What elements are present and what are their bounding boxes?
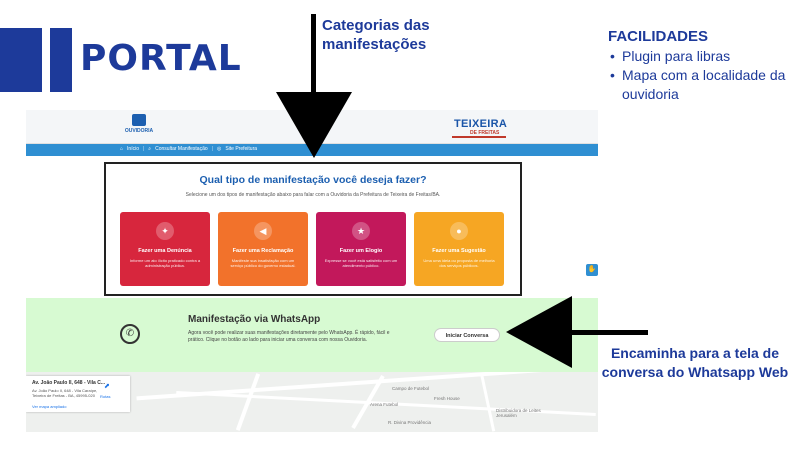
card-desc: Manifeste sua insatisfação com um serviç… xyxy=(230,258,296,268)
route-icon[interactable]: ⬈ xyxy=(104,383,110,390)
nav-separator: | xyxy=(142,146,145,152)
chat-icon: ● xyxy=(450,222,468,240)
category-cards: ✦ Fazer uma Denúncia Informe um ato ilíc… xyxy=(120,212,504,286)
map-label: Fresh House xyxy=(434,396,460,401)
map-place-title: Av. João Paulo II, 648 - Vila C... xyxy=(32,380,105,386)
title-bar-1 xyxy=(0,28,42,92)
map-label: Distribuidora de Leites Jerusalém xyxy=(496,408,541,418)
card-reclamacao[interactable]: ◀ Fazer uma Reclamação Manifeste sua ins… xyxy=(218,212,308,286)
whatsapp-title: Manifestação via WhatsApp xyxy=(188,314,321,325)
arrow-down-head xyxy=(276,92,352,158)
map-road xyxy=(136,372,598,401)
ouvidoria-logo-text: OUVIDORIA xyxy=(124,128,154,134)
whatsapp-icon: ✆ xyxy=(120,324,140,344)
categories-title: Qual tipo de manifestação você deseja fa… xyxy=(199,174,427,186)
thumbs-up-icon: ★ xyxy=(352,222,370,240)
card-sugestao[interactable]: ● Fazer uma Sugestão Uma uma ideia ou pr… xyxy=(414,212,504,286)
facilities-list: Plugin para libras Mapa com a localidade… xyxy=(608,47,798,104)
title-bars-decoration xyxy=(0,28,72,92)
card-denuncia[interactable]: ✦ Fazer uma Denúncia Informe um ato ilíc… xyxy=(120,212,210,286)
map-road xyxy=(235,373,261,431)
categories-section: Qual tipo de manifestação você deseja fa… xyxy=(104,162,522,296)
nav-separator: | xyxy=(211,146,213,152)
slide-title: PORTAL xyxy=(80,38,242,79)
globe-icon: ◎ xyxy=(216,146,222,152)
facility-item: Plugin para libras xyxy=(608,47,798,66)
card-label: Fazer uma Sugestão xyxy=(432,248,486,254)
website-screenshot: OUVIDORIA TEIXEIRA DE FREITAS ⌂ Início |… xyxy=(26,110,598,432)
annotation-categories: Categorias das manifestações xyxy=(322,17,430,53)
title-bar-2 xyxy=(50,28,72,92)
map-road xyxy=(479,372,496,432)
map-place-card: Av. João Paulo II, 648 - Vila C... Av. J… xyxy=(26,376,130,412)
teixeira-logo-underline xyxy=(452,136,506,138)
start-conversation-button[interactable]: Iniciar Conversa xyxy=(434,328,500,342)
megaphone-icon: ✦ xyxy=(156,222,174,240)
ouvidoria-logo-icon xyxy=(132,114,146,126)
nav-item-consultar[interactable]: Consultar Manifestação xyxy=(155,146,208,152)
speaker-icon: ◀ xyxy=(254,222,272,240)
map-label: Campo de Futebol xyxy=(392,386,430,391)
route-label[interactable]: Rotas xyxy=(100,394,111,399)
card-desc: Expresse se você está satisfeito com um … xyxy=(324,258,398,268)
teixeira-logo-sub: DE FREITAS xyxy=(470,130,500,136)
categories-subtitle: Selecione um dos tipos de manifestação a… xyxy=(185,192,441,198)
facilities-box: FACILIDADES Plugin para libras Mapa com … xyxy=(608,28,798,104)
card-label: Fazer uma Denúncia xyxy=(138,248,192,254)
home-icon: ⌂ xyxy=(120,146,124,152)
map-label: Arena Futebol xyxy=(370,402,399,407)
card-desc: Informe um ato ilícito praticado contra … xyxy=(129,258,201,268)
nav-item-inicio[interactable]: Início xyxy=(127,146,139,152)
card-desc: Uma uma ideia ou proposta de melhoria do… xyxy=(423,258,495,268)
map-larger-link[interactable]: Ver mapa ampliado xyxy=(32,404,67,409)
map-place-address: Av. João Paulo II, 648 - Vila Caraípe, T… xyxy=(32,388,98,398)
arrow-left-head xyxy=(506,296,572,368)
teixeira-logo[interactable]: TEIXEIRA xyxy=(454,118,508,130)
facilities-heading: FACILIDADES xyxy=(608,28,709,45)
card-elogio[interactable]: ★ Fazer um Elogio Expresse se você está … xyxy=(316,212,406,286)
card-label: Fazer uma Reclamação xyxy=(232,248,294,254)
whatsapp-description: Agora você pode realizar suas manifestaç… xyxy=(188,330,390,343)
annotation-whatsapp-forward: Encaminha para a tela de conversa do Wha… xyxy=(601,345,789,380)
location-map[interactable]: Campo de Futebol Arena Futebol Fresh Hou… xyxy=(26,372,598,432)
nav-item-site-prefeitura[interactable]: Site Prefeitura xyxy=(225,146,258,152)
nav-items: ⌂ Início | ⌕ Consultar Manifestação | ◎ … xyxy=(120,146,257,152)
search-icon: ⌕ xyxy=(148,146,152,152)
arrow-left-shaft xyxy=(570,330,648,335)
arrow-down-shaft xyxy=(311,14,316,94)
card-label: Fazer um Elogio xyxy=(339,248,383,254)
accessibility-libras-button[interactable]: ✋ xyxy=(586,264,598,276)
map-label: R. Divina Providência xyxy=(388,420,432,425)
whatsapp-section: ✆ Manifestação via WhatsApp Agora você p… xyxy=(26,298,598,372)
facility-item: Mapa com a localidade da ouvidoria xyxy=(608,66,798,104)
ouvidoria-logo[interactable]: OUVIDORIA xyxy=(125,114,153,140)
